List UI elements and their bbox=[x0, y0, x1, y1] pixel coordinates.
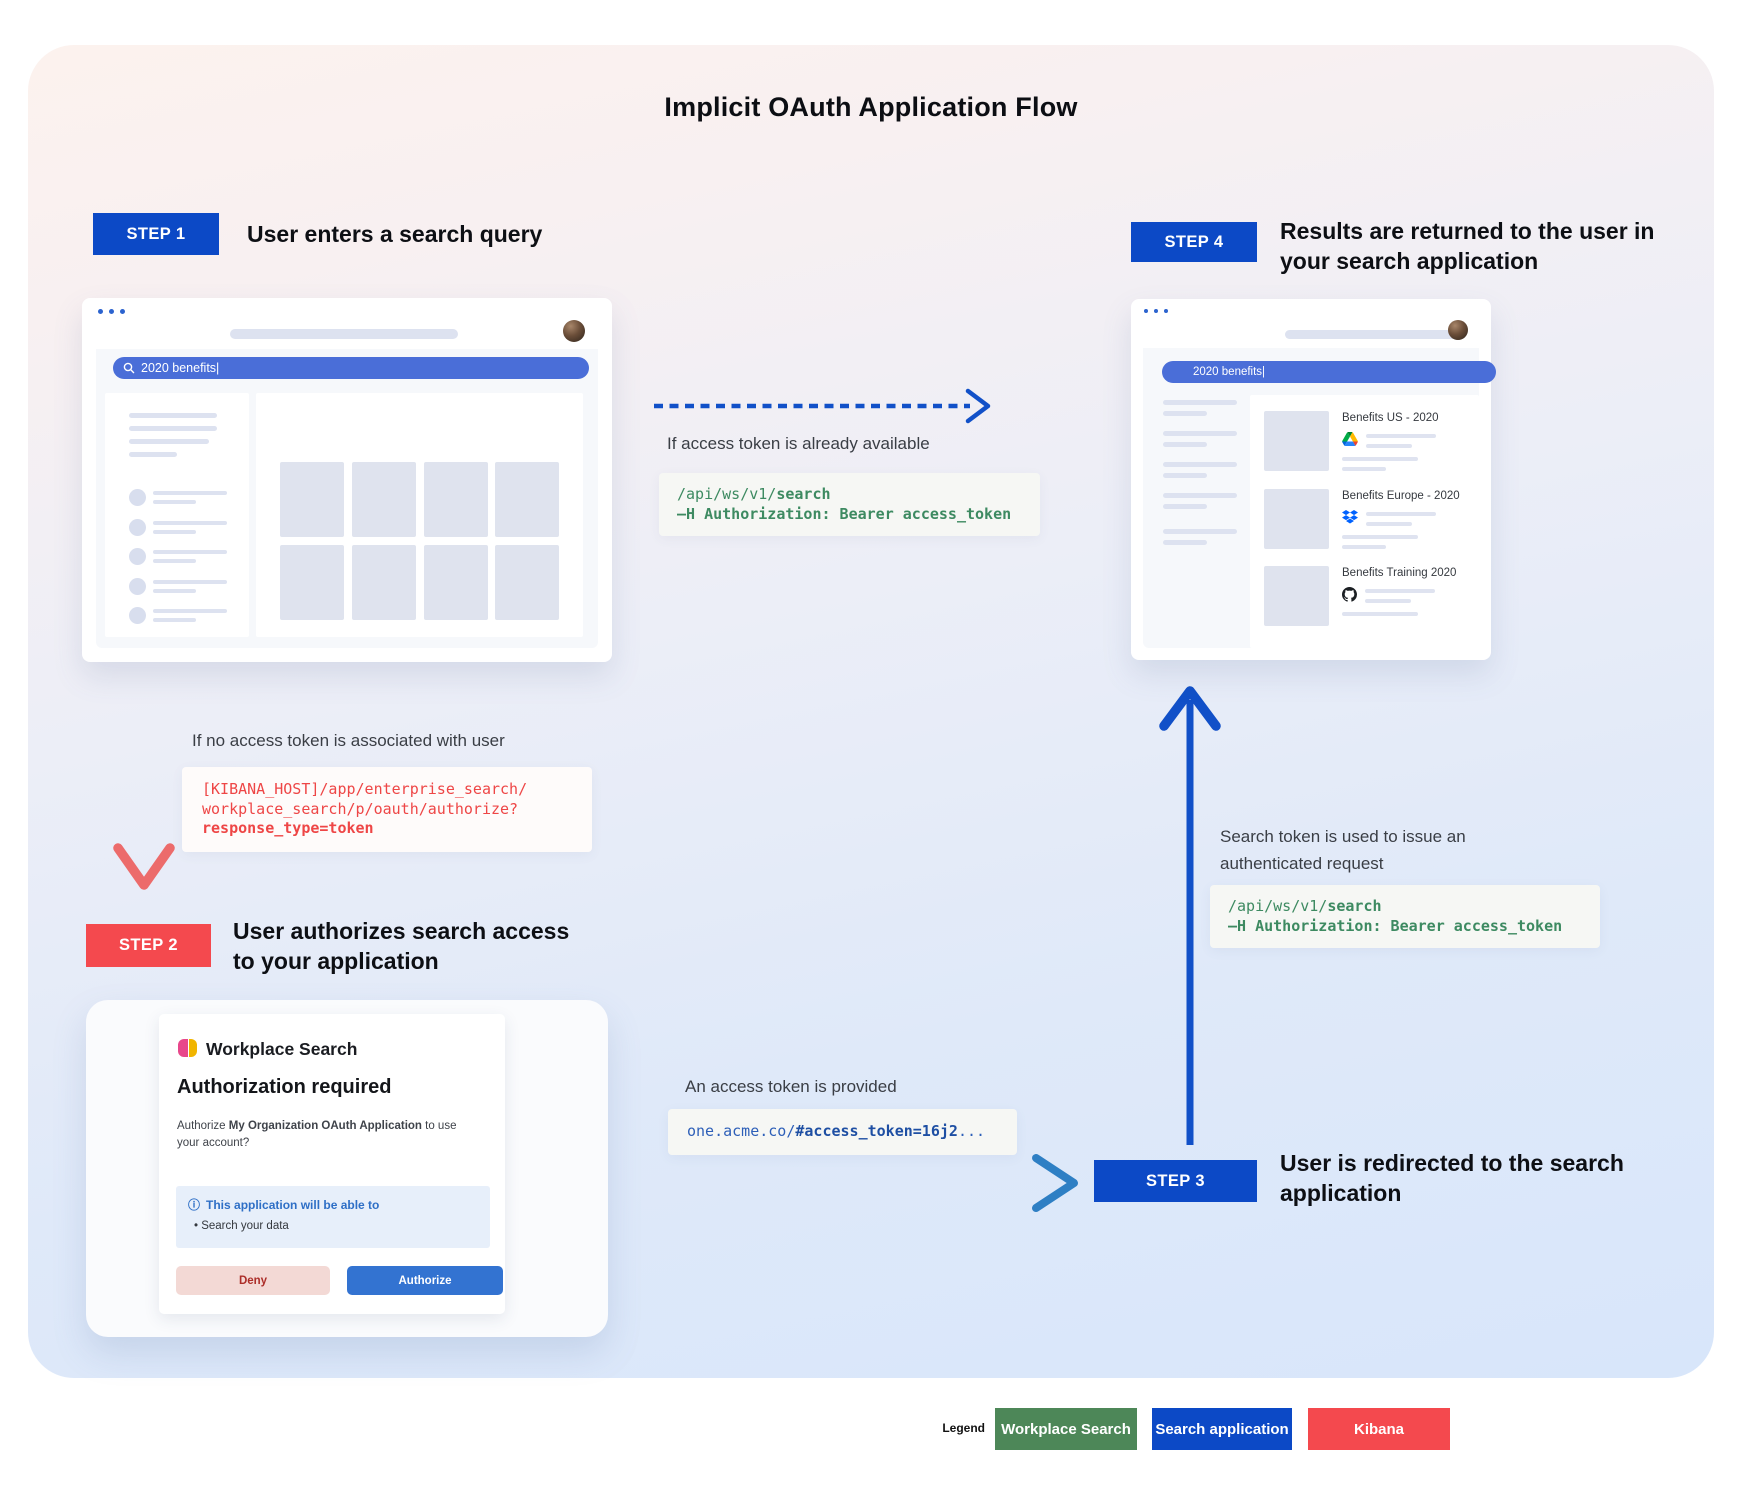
legend-label: Legend bbox=[942, 1421, 985, 1435]
step2-label: User authorizes search access to your ap… bbox=[233, 918, 570, 974]
step1-label: User enters a search query bbox=[247, 221, 543, 247]
browser-mockup-search-app: 2020 benefits| bbox=[82, 298, 612, 662]
search-query-text: 2020 benefits| bbox=[141, 361, 220, 375]
page-title: Implicit OAuth Application Flow bbox=[664, 92, 1078, 122]
dialog-heading: Authorization required bbox=[177, 1076, 392, 1098]
annotation-no-token: If no access token is associated with us… bbox=[192, 731, 505, 750]
result-row[interactable]: Benefits Europe - 2020 bbox=[1264, 489, 1460, 549]
result-title: Benefits Training 2020 bbox=[1342, 567, 1457, 579]
browser-body bbox=[96, 349, 598, 648]
search-query-text: 2020 benefits| bbox=[1193, 366, 1266, 378]
step2-badge: STEP 2 bbox=[86, 924, 211, 967]
google-drive-icon bbox=[1342, 432, 1358, 446]
step1-badge: STEP 1 bbox=[93, 213, 219, 255]
search-input[interactable]: 2020 benefits| bbox=[113, 357, 589, 379]
result-thumbnail bbox=[1264, 411, 1329, 471]
gradient-arrow-right-icon bbox=[652, 1154, 1078, 1212]
code-redirect-url: one.acme.co/#access_token=16j2... bbox=[668, 1109, 1017, 1155]
dialog-body-text: Authorize My Organization OAuth Applicat… bbox=[177, 1120, 457, 1149]
search-icon bbox=[123, 362, 135, 374]
result-row[interactable]: Benefits US - 2020 bbox=[1264, 411, 1439, 471]
info-icon: ⓘ bbox=[188, 1198, 201, 1212]
address-bar bbox=[1285, 330, 1465, 339]
authorization-dialog: Workplace Search Authorization required … bbox=[159, 1014, 505, 1314]
authorize-button[interactable]: Authorize bbox=[347, 1266, 503, 1295]
result-title: Benefits Europe - 2020 bbox=[1342, 490, 1460, 502]
browser-mockup-results: Benefits US - 2020 bbox=[1131, 299, 1496, 660]
browser-body: Benefits US - 2020 bbox=[1143, 348, 1479, 648]
window-dots-icon bbox=[1144, 309, 1168, 313]
step3-badge: STEP 3 bbox=[1094, 1160, 1257, 1202]
legend-item-kibana: Kibana bbox=[1308, 1408, 1450, 1450]
annotation-token-provided: An access token is provided bbox=[685, 1077, 897, 1096]
workplace-search-logo-icon bbox=[178, 1038, 198, 1058]
results-panel: Benefits US - 2020 bbox=[1250, 395, 1479, 648]
dropbox-icon bbox=[1342, 510, 1358, 524]
dialog-permissions-box: ⓘ This application will be able to • Sea… bbox=[176, 1186, 490, 1248]
annotation-token-used: Search token is used to issue an authent… bbox=[1220, 827, 1466, 873]
window-dots-icon bbox=[98, 309, 125, 314]
arrow-up-icon bbox=[1159, 686, 1221, 1145]
result-title: Benefits US - 2020 bbox=[1342, 412, 1439, 424]
result-row[interactable]: Benefits Training 2020 bbox=[1264, 566, 1456, 626]
legend-item-workplace-search: Workplace Search bbox=[995, 1408, 1137, 1450]
code-kibana-authorize: [KIBANA_HOST]/app/enterprise_search/ wor… bbox=[182, 767, 592, 852]
gradient-arrow-down-icon bbox=[113, 666, 175, 890]
dashed-arrow-right-icon bbox=[654, 388, 991, 424]
user-avatar bbox=[1448, 320, 1468, 340]
annotation-token-available: If access token is already available bbox=[667, 434, 930, 453]
result-thumbnail bbox=[1264, 566, 1329, 626]
sidebar-skeleton-panel bbox=[105, 393, 249, 637]
result-thumbnail bbox=[1264, 489, 1329, 549]
github-icon bbox=[1342, 587, 1357, 602]
dialog-app-name: Workplace Search bbox=[206, 1039, 358, 1059]
deny-button[interactable]: Deny bbox=[176, 1266, 330, 1295]
search-input[interactable]: 2020 benefits| bbox=[1162, 361, 1496, 383]
content-grid-panel bbox=[256, 393, 583, 637]
step4-label: Results are returned to the user in your… bbox=[1280, 218, 1655, 274]
permissions-title: This application will be able to bbox=[206, 1197, 380, 1212]
code-search-api-top: /api/ws/v1/search –H Authorization: Bear… bbox=[659, 473, 1040, 536]
step4-badge: STEP 4 bbox=[1131, 222, 1257, 262]
user-avatar bbox=[563, 320, 585, 342]
code-search-api-right: /api/ws/v1/search –H Authorization: Bear… bbox=[1210, 885, 1600, 948]
permission-item: • Search your data bbox=[194, 1220, 289, 1232]
address-bar bbox=[230, 329, 458, 339]
legend-item-search-application: Search application bbox=[1152, 1408, 1292, 1450]
step3-label: User is redirected to the search applica… bbox=[1280, 1150, 1624, 1206]
authorization-card: Workplace Search Authorization required … bbox=[86, 1000, 608, 1337]
